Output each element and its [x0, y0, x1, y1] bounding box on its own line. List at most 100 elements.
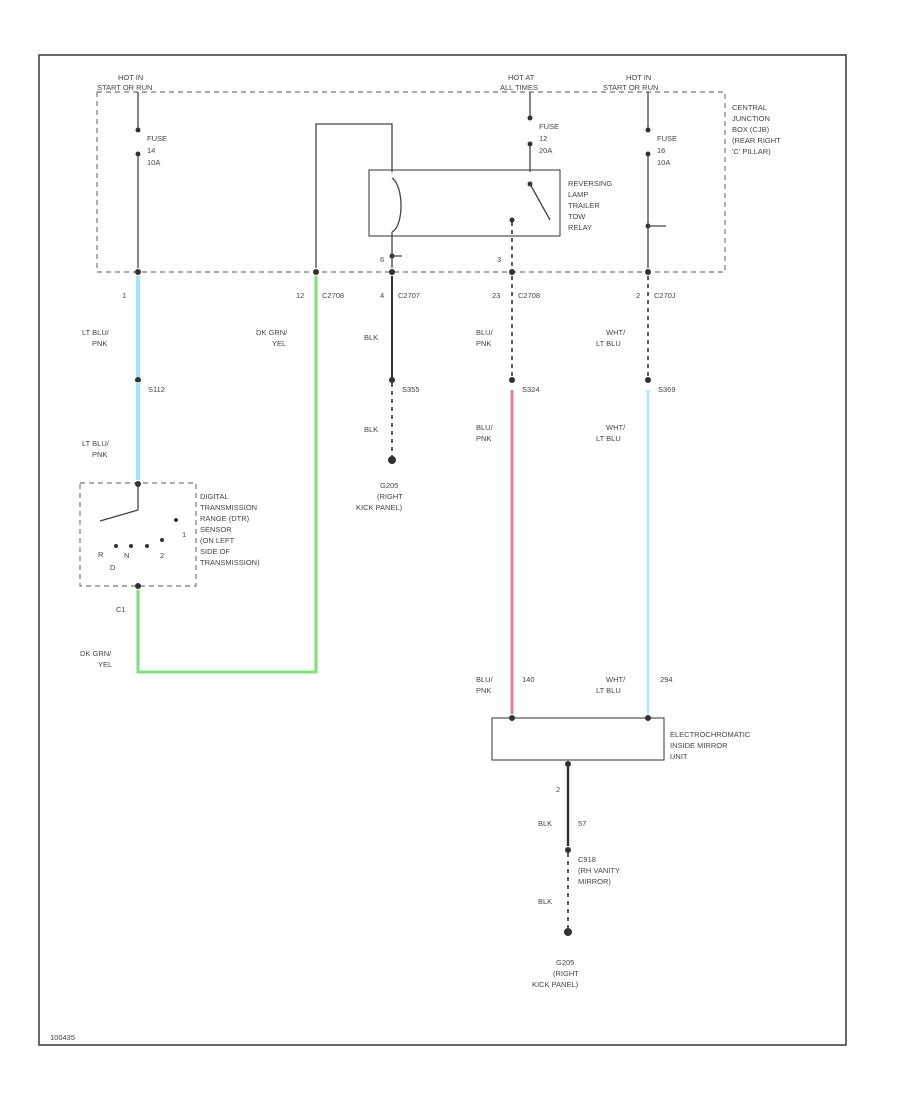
- mirror-label-line3: UNIT: [670, 752, 688, 761]
- connector-c270j-label: C270J: [654, 291, 676, 300]
- connector-pin-4-marker: [389, 269, 395, 275]
- relay-label-line4: TOW: [568, 212, 586, 221]
- mirror-label-line2: INSIDE MIRROR: [670, 741, 728, 750]
- wire-wht-lt-blu-label-2a: WHT/: [606, 423, 626, 432]
- dtr-pin-d: D: [110, 563, 116, 572]
- dtr-switch-arm: [99, 509, 139, 522]
- pin-1-label: 1: [122, 291, 126, 300]
- cjb-label-line2: JUNCTION: [732, 114, 770, 123]
- relay-coil-symbol: [391, 177, 402, 233]
- splice-s324-label: S324: [522, 385, 540, 394]
- fuse-14-label-line2: 14: [147, 146, 155, 155]
- fuse-14-label-line1: FUSE: [147, 134, 167, 143]
- dtr-connector-c1: C1: [116, 605, 126, 614]
- connector-pin-23-marker: [509, 269, 515, 275]
- dtr-contact-c: [129, 544, 133, 548]
- dtr-pin-2: 2: [160, 551, 164, 560]
- wire-wht-lt-blu-label-3b: LT BLU: [596, 686, 621, 695]
- wire-blk-label-1: BLK: [364, 333, 378, 342]
- fuse-12-label-line2: 12: [539, 134, 547, 143]
- footer-id: 100435: [50, 1033, 75, 1042]
- wire-lt-blu-pnk-label-1a: LT BLU/: [82, 328, 110, 337]
- wire-blu-pnk-label-1b: PNK: [476, 339, 491, 348]
- wire-blk-label-3: BLK: [538, 819, 552, 828]
- relay-switch-output-node: [509, 217, 515, 223]
- central-junction-box-outline: [96, 91, 726, 273]
- wire-blu-pnk-label-2b: PNK: [476, 434, 491, 443]
- connector-c918-line2: (RH VANITY: [578, 866, 620, 875]
- wire-wht-lt-blu-label-3a: WHT/: [606, 675, 626, 684]
- fuse-16-label-line1: FUSE: [657, 134, 677, 143]
- hot-label-3b: START OR RUN: [603, 83, 658, 92]
- relay-label-line1: REVERSING: [568, 179, 612, 188]
- splice-s112-label: S112: [148, 385, 165, 394]
- connector-c918-node: [565, 847, 571, 853]
- connector-c2708-b-label: C2708: [518, 291, 540, 300]
- circuit-140-label: 140: [522, 675, 535, 684]
- mirror-pin-2-label: 2: [556, 785, 560, 794]
- connector-c918-line1: C918: [578, 855, 596, 864]
- wire-dk-grn-yel-label-2a: DK GRN/: [80, 649, 112, 658]
- cjb-label-line5: 'C' PILLAR): [732, 147, 771, 156]
- fuse-16-node-top: [645, 127, 651, 133]
- connector-pin-12-marker: [313, 269, 319, 275]
- cjb-label-line4: (REAR RIGHT: [732, 136, 781, 145]
- mirror-pin-1-node: [509, 715, 515, 721]
- wire-wht-lt-blu-label-2b: LT BLU: [596, 434, 621, 443]
- pin-23-label: 23: [492, 291, 500, 300]
- ground-g205-a-line1: G205: [380, 481, 398, 490]
- fuse-12-label-line1: FUSE: [539, 122, 559, 131]
- dtr-contact-e: [160, 538, 164, 542]
- cjb-label-line1: CENTRAL: [732, 103, 767, 112]
- ground-g205-a-line3: KICK PANEL): [356, 503, 403, 512]
- hot-label-1a: HOT IN: [118, 73, 143, 82]
- dtr-label-line5: (ON LEFT: [200, 536, 235, 545]
- splice-s369-label: S369: [658, 385, 676, 394]
- wire-blu-pnk-label-1a: BLU/: [476, 328, 494, 337]
- dtr-label-line6: SIDE OF: [200, 547, 230, 556]
- ground-g205-b-line3: KICK PANEL): [532, 980, 579, 989]
- reversing-lamp-relay-box: [368, 169, 561, 237]
- connector-c2707-label: C2707: [398, 291, 420, 300]
- wire-dk-grn-yel-label-2b: YEL: [98, 660, 112, 669]
- ground-g205-a-line2: (RIGHT: [377, 492, 403, 501]
- ground-g205-b-node: [564, 928, 572, 936]
- dtr-pin-1: 1: [182, 530, 186, 539]
- hot-label-1b: START OR RUN: [97, 83, 152, 92]
- pin-12-label: 12: [296, 291, 304, 300]
- electrochromatic-mirror-unit-box: [491, 717, 665, 761]
- relay-label-line3: TRAILER: [568, 201, 600, 210]
- splice-s369-node: [645, 377, 651, 383]
- fuse-12-node-top: [527, 115, 533, 121]
- wire-wht-lt-blu-label-1b: LT BLU: [596, 339, 621, 348]
- cjb-label-line3: BOX (CJB): [732, 125, 770, 134]
- hot-label-2b: ALL TIMES: [500, 83, 538, 92]
- wire-lt-blu-pnk-label-2b: PNK: [92, 450, 107, 459]
- pin-4-label: 4: [380, 291, 384, 300]
- wire-wht-lt-blu-label-1a: WHT/: [606, 328, 626, 337]
- dtr-bottom-node: [135, 583, 141, 589]
- fuse-16-label-line3: 10A: [657, 158, 670, 167]
- mirror-label-line1: ELECTROCHROMATIC: [670, 730, 751, 739]
- circuit-294-label: 294: [660, 675, 673, 684]
- fuse-14-node-bottom: [135, 151, 141, 157]
- connector-pin-2-marker: [645, 269, 651, 275]
- wire-lt-blu-pnk-label-1b: PNK: [92, 339, 107, 348]
- dtr-label-line2: TRANSMISSION: [200, 503, 257, 512]
- circuit-57-label: 57: [578, 819, 586, 828]
- splice-s112-node: [135, 377, 141, 383]
- wire-blu-pnk-label-3a: BLU/: [476, 675, 494, 684]
- dtr-contact-a: [174, 518, 178, 522]
- relay-switch-contact: [529, 183, 551, 221]
- hot-label-3a: HOT IN: [626, 73, 651, 82]
- dtr-top-node: [135, 481, 141, 487]
- connector-c918-line3: MIRROR): [578, 877, 611, 886]
- relay-label-line5: RELAY: [568, 223, 592, 232]
- splice-s324-node: [509, 377, 515, 383]
- wire-dk-grn-yel: [136, 276, 318, 674]
- fuse-14-label-line3: 10A: [147, 158, 160, 167]
- dtr-contact-d: [145, 544, 149, 548]
- ground-g205-b-line1: G205: [556, 958, 574, 967]
- dtr-pin-n: N: [124, 551, 129, 560]
